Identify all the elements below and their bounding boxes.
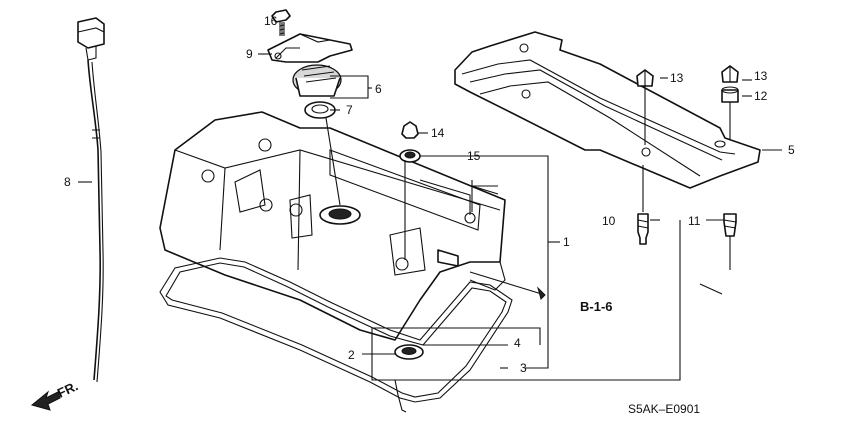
callout-numbers: 1 2 3 4 5 6 7 8 9 10 11 12 13 13 14 15 1… [64, 14, 795, 375]
callout-14: 14 [431, 126, 445, 140]
callout-9: 9 [246, 47, 253, 61]
diagram-code: S5AK–E0901 [628, 402, 700, 416]
plug-hole-seal [394, 344, 424, 360]
callout-8: 8 [64, 175, 71, 189]
callout-10: 10 [602, 214, 616, 228]
stud-bolt-11 [723, 213, 737, 270]
callout-16: 16 [264, 14, 278, 28]
nut-13-right [721, 65, 739, 83]
callout-3: 3 [520, 361, 527, 375]
callout-7: 7 [346, 103, 353, 117]
oil-filler-cap [292, 64, 342, 119]
washer-15 [399, 149, 421, 163]
nut-13-left [636, 69, 654, 145]
callout-1: 1 [563, 235, 570, 249]
front-arrow-icon [30, 390, 61, 411]
callout-11: 11 [688, 214, 701, 228]
bolt-16 [271, 9, 291, 36]
callout-13-right: 13 [754, 69, 768, 83]
dipstick [77, 17, 105, 383]
callout-4: 4 [514, 336, 521, 350]
front-direction-indicator: FR. [30, 378, 80, 411]
leader-lines [78, 22, 782, 381]
coil-cover [454, 31, 761, 189]
callout-13-left: 13 [670, 71, 684, 85]
callout-2: 2 [348, 348, 355, 362]
washer-12 [721, 86, 739, 140]
head-cover-gasket [159, 257, 513, 413]
cylinder-head-cover [159, 111, 506, 341]
grommet-14 [401, 121, 419, 139]
callout-12: 12 [754, 89, 768, 103]
bracket [267, 33, 353, 63]
callout-15: 15 [467, 149, 481, 163]
front-label: FR. [55, 378, 80, 400]
reference-label: B-1-6 [580, 299, 613, 314]
arrow-ref-b16 [537, 286, 546, 300]
callout-5: 5 [788, 143, 795, 157]
callout-6: 6 [375, 82, 382, 96]
stud-bolt-10 [637, 165, 649, 245]
